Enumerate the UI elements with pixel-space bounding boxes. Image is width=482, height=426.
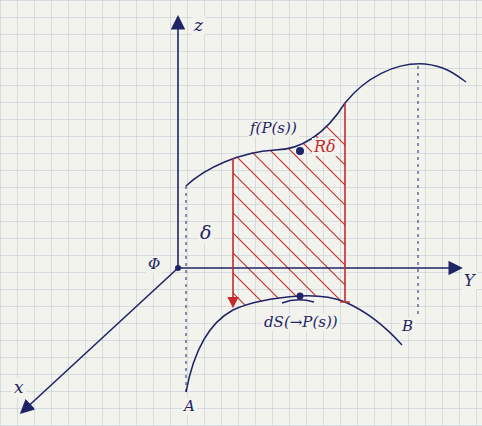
y-axis <box>178 267 460 269</box>
strip-edge-tick <box>340 301 350 302</box>
element-label: dS(→P(s)) <box>262 314 340 331</box>
hatching <box>200 0 400 426</box>
origin-dot <box>175 265 181 271</box>
projection-line <box>186 186 187 392</box>
curve-point <box>297 293 304 300</box>
x-axis <box>22 268 178 412</box>
region-label: Rδ <box>312 138 338 156</box>
endpoint-label: B <box>400 318 415 335</box>
surface-curve <box>186 64 466 186</box>
z-axis <box>177 18 179 268</box>
axis-label: z <box>192 16 205 35</box>
hatch-lines <box>200 0 400 426</box>
axis-label: Y <box>462 272 477 290</box>
strip-edge-arrow <box>232 158 234 306</box>
axis-label: x <box>12 378 26 397</box>
projection-line <box>418 66 419 318</box>
point-label: f(P(s)) <box>248 120 299 137</box>
origin-label: Φ <box>146 256 162 273</box>
endpoint-label: A <box>182 398 197 415</box>
base-curve <box>186 296 402 392</box>
strip-edge <box>344 103 346 302</box>
surface-point <box>296 147 304 155</box>
ds-mark <box>282 300 314 303</box>
height-label: δ <box>198 222 213 243</box>
